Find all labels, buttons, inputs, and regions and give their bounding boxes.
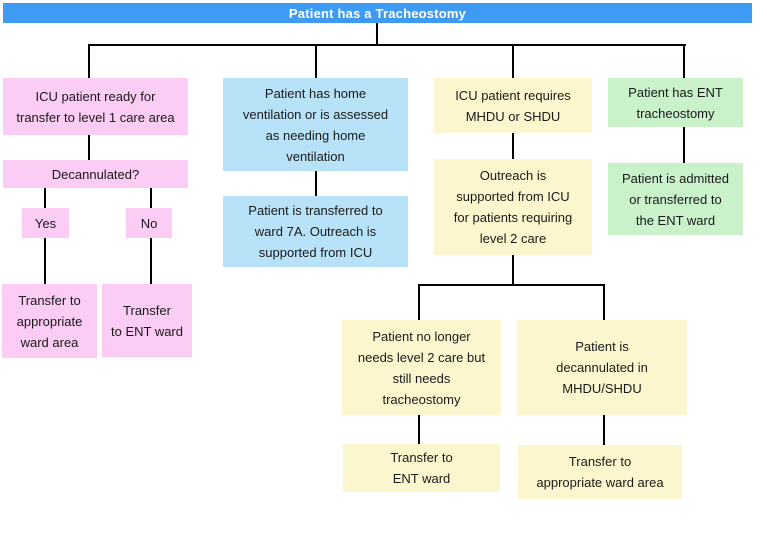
node-no-longer-level2: Patient no longer needs level 2 care but… xyxy=(342,320,501,415)
connector-root-stem xyxy=(376,23,378,44)
node-decannulated-question: Decannulated? xyxy=(3,160,188,188)
node-decannulated-in-mhdu-shdu: Patient is decannulated in MHDU/SHDU xyxy=(517,320,687,415)
connector-drop-green-column xyxy=(683,44,685,78)
connector-mhdu-to-transfer xyxy=(603,415,605,445)
connector-mhdu-to-outreach xyxy=(512,133,514,159)
connector-nolonger-to-transfer xyxy=(418,415,420,444)
node-no: No xyxy=(126,208,172,238)
node-outreach-level2: Outreach is supported from ICU for patie… xyxy=(434,159,592,255)
connector-ent-to-admitted xyxy=(683,127,685,163)
connector-yellow-branch xyxy=(418,284,605,286)
node-transferred-ward-7a: Patient is transferred to ward 7A. Outre… xyxy=(223,196,408,267)
node-transfer-appropriate-ward-yellow: Transfer to appropriate ward area xyxy=(518,445,682,499)
connector-decannulated-to-no xyxy=(150,188,152,208)
connector-drop-blue-column xyxy=(315,44,317,78)
node-root-title: Patient has a Tracheostomy xyxy=(3,3,752,23)
connector-drop-decannulated-mhdu xyxy=(603,284,605,320)
connector-decannulated-to-yes xyxy=(44,188,46,208)
connector-yes-to-transfer xyxy=(44,238,46,284)
connector-icu-to-decannulated xyxy=(88,135,90,160)
node-ent-tracheostomy: Patient has ENT tracheostomy xyxy=(608,78,743,127)
node-transfer-ent-ward-pink: Transfer to ENT ward xyxy=(102,284,192,357)
node-yes: Yes xyxy=(22,208,69,238)
node-icu-requires-mhdu-shdu: ICU patient requires MHDU or SHDU xyxy=(434,78,592,133)
node-home-ventilation: Patient has home ventilation or is asses… xyxy=(223,78,408,171)
connector-outreach-stem xyxy=(512,255,514,284)
connector-drop-nolonger xyxy=(418,284,420,320)
node-ent-admitted: Patient is admitted or transferred to th… xyxy=(608,163,743,235)
node-transfer-appropriate-ward-pink: Transfer to appropriate ward area xyxy=(2,284,97,358)
connector-drop-pink-column xyxy=(88,44,90,78)
connector-drop-yellow-column xyxy=(512,44,514,78)
node-icu-ready-level1: ICU patient ready for transfer to level … xyxy=(3,78,188,135)
node-transfer-ent-ward-yellow: Transfer to ENT ward xyxy=(343,444,500,492)
connector-top-branch xyxy=(88,44,686,46)
connector-no-to-transfer xyxy=(150,238,152,284)
connector-homevent-to-ward7a xyxy=(315,171,317,196)
